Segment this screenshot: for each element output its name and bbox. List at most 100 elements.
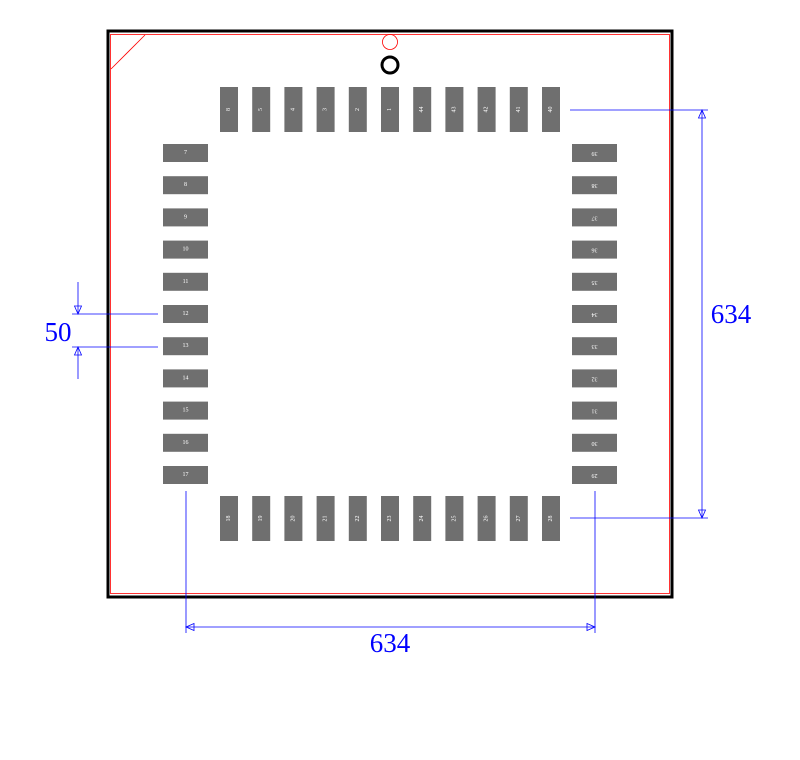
pad-left-9: 15: [163, 401, 208, 420]
pad-label: 4: [290, 108, 296, 111]
pad-shape: [509, 496, 528, 541]
pad-bottom-6: 23: [381, 496, 399, 541]
pad-shape: [572, 466, 617, 484]
pad-shape: [220, 87, 238, 132]
pad-label: 33: [592, 343, 598, 349]
pad-top-2: 5: [252, 87, 271, 132]
pad-top-6: 1: [381, 87, 399, 132]
pad-label: 38: [592, 182, 598, 188]
pad-label: 1: [387, 108, 393, 111]
pad-left-10: 16: [163, 433, 208, 452]
pad-label: 26: [484, 516, 490, 522]
pin1-marker: [380, 55, 400, 75]
pad-left-3: 9: [163, 208, 208, 227]
pad-shape: [163, 369, 208, 388]
pad-right-1: 39: [572, 144, 617, 162]
pad-label: 37: [592, 214, 598, 220]
pad-bottom-9: 26: [477, 496, 496, 541]
pad-label: 10: [183, 247, 189, 253]
pad-shape: [572, 305, 617, 323]
pad-left-8: 14: [163, 369, 208, 388]
vertical-span-dimension: [570, 109, 708, 519]
pad-top-10: 41: [509, 87, 528, 132]
pad-label: 21: [323, 516, 329, 522]
pad-left-2: 8: [163, 176, 208, 195]
pad-top-5: 2: [348, 87, 367, 132]
pad-label: 34: [592, 311, 598, 317]
pad-label: 11: [183, 279, 189, 285]
pad-shape: [163, 176, 208, 195]
pad-label: 8: [184, 182, 187, 188]
pad-label: 5: [258, 108, 264, 111]
pad-bottom-2: 19: [252, 496, 271, 541]
pad-left-6: 12: [163, 305, 208, 323]
pad-label: 2: [355, 108, 361, 111]
pad-label: 16: [183, 440, 189, 446]
pad-label: 35: [592, 279, 598, 285]
pad-bottom-11: 28: [542, 496, 560, 541]
pad-shape: [572, 144, 617, 162]
pad-label: 42: [484, 107, 490, 113]
pad-label: 41: [516, 107, 522, 113]
pad-right-5: 35: [572, 272, 617, 291]
pin1-corner-chamfer: [110, 34, 146, 70]
pad-shape: [572, 369, 617, 388]
pad-left-1: 7: [163, 144, 208, 162]
pad-left-4: 10: [163, 240, 208, 259]
pad-label: 8: [226, 108, 232, 111]
pad-shape: [163, 466, 208, 484]
pad-right-7: 33: [572, 337, 617, 356]
pad-right-4: 36: [572, 240, 617, 259]
pad-shape: [163, 272, 208, 291]
pad-right-11: 29: [572, 466, 617, 484]
pad-shape: [252, 87, 271, 132]
pad-label: 13: [183, 343, 189, 349]
pad-top-11: 40: [542, 87, 560, 132]
pad-bottom-10: 27: [509, 496, 528, 541]
pad-shape: [348, 496, 367, 541]
pad-right-2: 38: [572, 176, 617, 195]
pad-left-7: 13: [163, 337, 208, 356]
pin1-courtyard-marker: [382, 34, 398, 50]
pad-label: 25: [451, 516, 457, 522]
pad-shape: [572, 272, 617, 291]
pad-left-5: 11: [163, 272, 208, 291]
pad-shape: [572, 208, 617, 227]
pad-shape: [381, 496, 399, 541]
pad-bottom-1: 18: [220, 496, 238, 541]
pad-row-bottom: 18 19 20 21 22 23 24 25 26 27 28: [220, 496, 560, 541]
pad-label: 18: [226, 516, 232, 522]
pad-shape: [542, 496, 560, 541]
pad-label: 22: [355, 516, 361, 522]
pad-shape: [163, 401, 208, 420]
pad-shape: [477, 496, 496, 541]
pad-shape: [572, 337, 617, 356]
pad-bottom-3: 20: [284, 496, 303, 541]
pad-label: 44: [419, 107, 425, 113]
pad-shape: [542, 87, 560, 132]
pad-label: 14: [183, 375, 189, 381]
pad-top-4: 3: [316, 87, 335, 132]
pad-label: 24: [419, 516, 425, 522]
pad-label: 23: [387, 516, 393, 522]
pad-shape: [284, 87, 303, 132]
pad-shape: [163, 240, 208, 259]
pad-shape: [220, 496, 238, 541]
pad-shape: [252, 496, 271, 541]
pad-label: 32: [592, 375, 598, 381]
pad-shape: [163, 337, 208, 356]
pad-top-1: 8: [220, 87, 238, 132]
pad-shape: [572, 240, 617, 259]
pad-shape: [509, 87, 528, 132]
pad-shape: [477, 87, 496, 132]
pad-bottom-4: 21: [316, 496, 335, 541]
pad-top-8: 43: [445, 87, 464, 132]
pad-shape: [163, 305, 208, 323]
pad-shape: [316, 496, 335, 541]
pad-bottom-8: 25: [445, 496, 464, 541]
pad-label: 7: [184, 150, 187, 156]
pad-label: 9: [184, 214, 187, 220]
